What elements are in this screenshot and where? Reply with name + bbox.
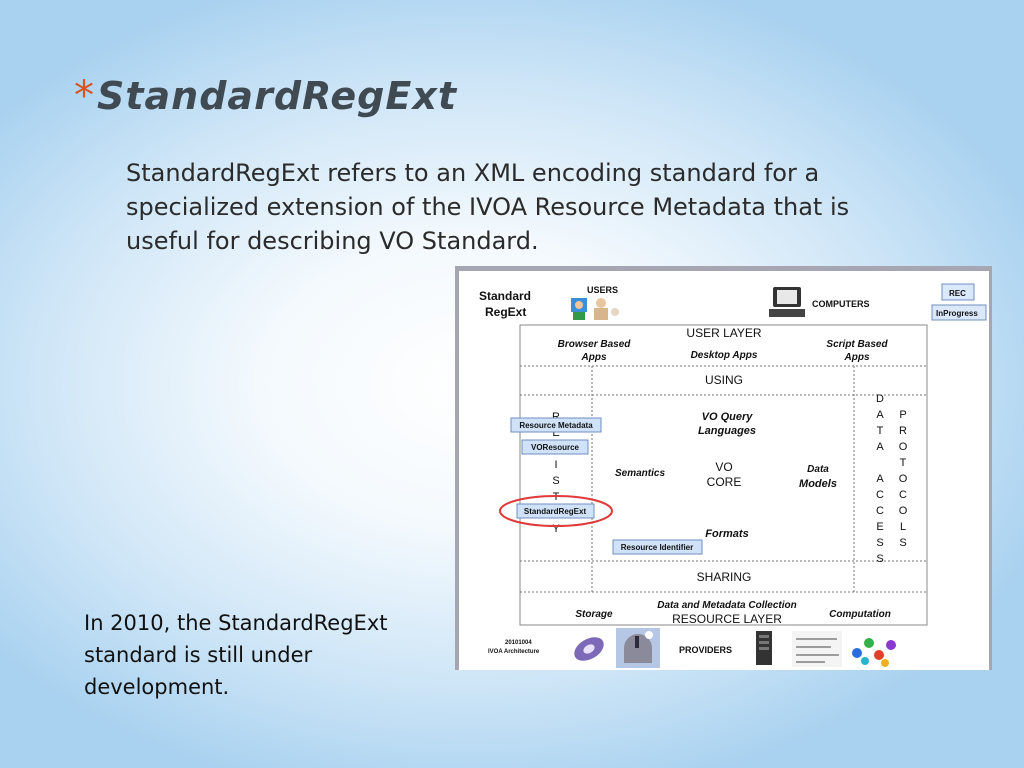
desktop-apps-label: Desktop Apps [691, 350, 758, 361]
data-access-letter: A [876, 441, 884, 453]
resource-layer-label: RESOURCE LAYER [672, 612, 782, 626]
registry-letter: R [552, 411, 560, 423]
computation-label: Computation [829, 609, 891, 620]
protocols-letter: O [899, 505, 908, 517]
data-access-letter: C [876, 505, 884, 517]
storage-label: Storage [575, 609, 613, 620]
registry-letter: S [552, 475, 559, 487]
browser-apps-line1: Browser Based [558, 339, 632, 350]
title-bullet: * [74, 73, 95, 119]
registry-letter: I [554, 459, 557, 471]
script-apps-line2: Apps [844, 352, 870, 363]
diagram-heading-line2: RegExt [485, 305, 526, 319]
data-access-letter: S [876, 537, 883, 549]
architecture-frame [519, 324, 928, 626]
protocols-letter: P [899, 409, 906, 421]
data-access-letter: S [876, 553, 883, 565]
tag-voresource-label: VOResource [531, 443, 580, 452]
tag-resource-identifier [612, 539, 703, 555]
user-layer-label: USER LAYER [686, 326, 761, 340]
legend-rec-label: REC [949, 289, 966, 298]
protocols-letter: O [899, 441, 908, 453]
tag-standardregext [516, 503, 595, 519]
galaxy-icon [570, 631, 608, 667]
vo-query-line1: VO Query [702, 411, 754, 423]
protocols-letter: R [899, 425, 907, 437]
data-models-line2: Models [799, 478, 837, 490]
registry-letter: Y [552, 523, 560, 535]
molecule-icon [852, 638, 896, 667]
observatory-icon [616, 628, 660, 668]
legend-inprogress-label: InProgress [936, 309, 978, 318]
sharing-label: SHARING [697, 570, 752, 584]
data-access-letter: C [876, 489, 884, 501]
semantics-label: Semantics [615, 468, 665, 479]
data-access-letter: D [876, 393, 884, 405]
data-collection-label: Data and Metadata Collection [657, 600, 796, 611]
data-access-letter: A [876, 473, 884, 485]
legend-inprogress-box [931, 304, 987, 321]
formats-label: Formats [705, 528, 748, 540]
tag-resource-metadata [510, 417, 602, 433]
server-icon [756, 631, 772, 665]
highlight-circle [499, 495, 613, 527]
protocols-letter: L [900, 521, 906, 533]
slide-title: *StandardRegExt [74, 72, 457, 120]
diagram-heading-line1: Standard [479, 289, 531, 303]
tag-resource-metadata-label: Resource Metadata [519, 421, 593, 430]
vo-core-line2: CORE [707, 475, 742, 489]
computers-label: COMPUTERS [812, 299, 870, 309]
providers-label: PROVIDERS [679, 645, 732, 655]
architecture-figure-canvas: Standard RegExt USERS COMPUTERS REC [459, 271, 989, 670]
using-label: USING [705, 373, 743, 387]
title-text: StandardRegExt [97, 74, 457, 118]
script-apps-line1: Script Based [826, 339, 888, 350]
ivoa-architecture-diagram: Standard RegExt USERS COMPUTERS REC [479, 283, 987, 668]
data-access-letter: T [877, 425, 884, 437]
tag-voresource [521, 439, 589, 455]
tag-standardregext-label: StandardRegExt [524, 507, 587, 516]
browser-apps-line2: Apps [581, 352, 607, 363]
diagram-date: 20101004 [505, 640, 532, 646]
users-label: USERS [587, 285, 618, 295]
data-access-letter: A [876, 409, 884, 421]
protocols-letter: S [899, 537, 906, 549]
architecture-figure: Standard RegExt USERS COMPUTERS REC [455, 266, 992, 670]
vo-core-line1: VO [715, 460, 732, 474]
vo-query-line2: Languages [698, 425, 756, 437]
legend-rec-box [941, 283, 975, 301]
protocols-letter: C [899, 489, 907, 501]
protocols-letter: T [900, 457, 907, 469]
note-paragraph: In 2010, the StandardRegExt standard is … [84, 611, 388, 699]
data-models-line1: Data [807, 464, 829, 475]
tag-resource-identifier-label: Resource Identifier [621, 543, 693, 552]
computer-icon [769, 287, 805, 317]
data-access-letter: E [876, 521, 883, 533]
body-paragraph: StandardRegExt refers to an XML encoding… [126, 159, 850, 255]
users-icon [571, 298, 619, 320]
ivoa-architecture-caption: IVOA Architecture [488, 649, 540, 655]
protocols-letter: O [899, 473, 908, 485]
registry-letter: E [552, 427, 559, 439]
equations-icon [792, 631, 842, 667]
